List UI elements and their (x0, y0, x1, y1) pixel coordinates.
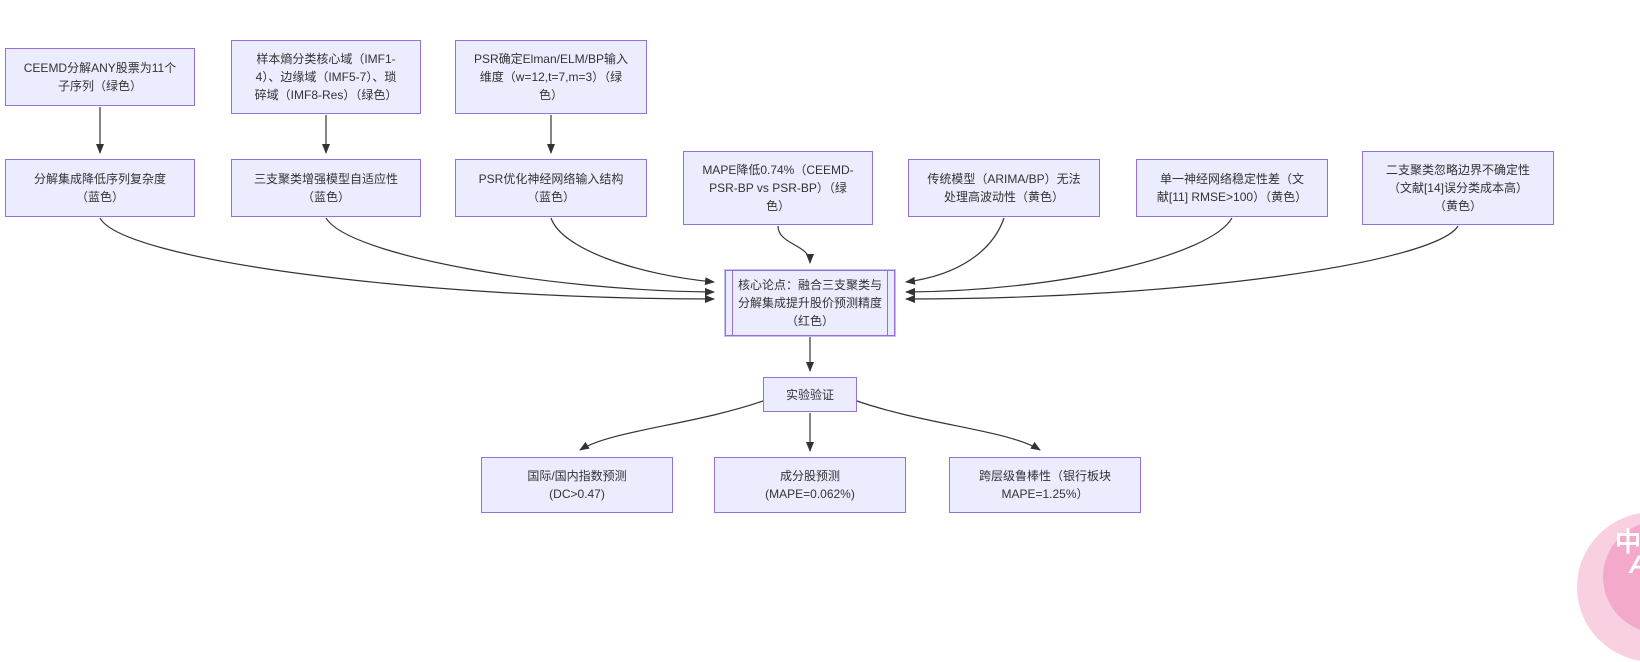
node-psr-input-dimension: PSR确定Elman/ELM/BP输入 维度（w=12,t=7,m=3）（绿 色… (455, 40, 647, 114)
node-core-thesis: 核心论点：融合三支聚类与 分解集成提升股价预测精度 （红色） (725, 270, 895, 336)
edge-exp-b1 (579, 399, 767, 451)
node-three-way-clustering-adaptivity: 三支聚类增强模型自适应性 （蓝色） (231, 159, 421, 217)
edge-m2-core (325, 217, 715, 296)
translate-latin-glyph: A (1629, 553, 1640, 578)
node-traditional-model-limitation: 传统模型（ARIMA/BP）无法 处理高波动性（黄色） (908, 159, 1100, 217)
node-psr-optimizes-input-structure: PSR优化神经网络输入结构 （蓝色） (455, 159, 647, 217)
edge-m1-core (99, 217, 715, 303)
node-cross-level-robustness: 跨层级鲁棒性（银行板块 MAPE=1.25%） (949, 457, 1141, 513)
edge-exp-b3 (853, 399, 1041, 451)
node-constituent-stock-prediction: 成分股预测 (MAPE=0.062%) (714, 457, 906, 513)
node-sample-entropy-classification: 样本熵分类核心域（IMF1- 4）、边缘域（IMF5-7）、琐 碎域（IMF8-… (231, 40, 421, 114)
node-two-way-clustering-limitation: 二支聚类忽略边界不确定性 （文献[14]误分类成本高） （黄色） (1362, 151, 1554, 225)
node-experimental-validation: 实验验证 (763, 377, 857, 412)
node-ceemd-decomposition: CEEMD分解ANY股票为11个 子序列（绿色） (5, 48, 195, 106)
node-single-nn-instability: 单一神经网络稳定性差（文 献[11] RMSE>100）（黄色） (1136, 159, 1328, 217)
edge-m4-core (777, 225, 814, 264)
node-decomposition-reduces-complexity: 分解集成降低序列复杂度 （蓝色） (5, 159, 195, 217)
translate-icon: 中 A (1603, 521, 1640, 633)
diagram-canvas: { "diagram": { "nodes": { "t1": {"text":… (5, 40, 1640, 662)
edge-m7-core (905, 225, 1459, 303)
edge-m6-core (905, 217, 1233, 296)
translate-zh-glyph: 中 (1615, 527, 1640, 557)
node-index-prediction: 国际/国内指数预测 (DC>0.47) (481, 457, 673, 513)
edge-m3-core (550, 217, 715, 286)
edge-m5-core (905, 217, 1005, 285)
node-mape-reduction: MAPE降低0.74%（CEEMD- PSR-BP vs PSR-BP）（绿 色… (683, 151, 873, 225)
diagram-edges (96, 107, 1459, 452)
